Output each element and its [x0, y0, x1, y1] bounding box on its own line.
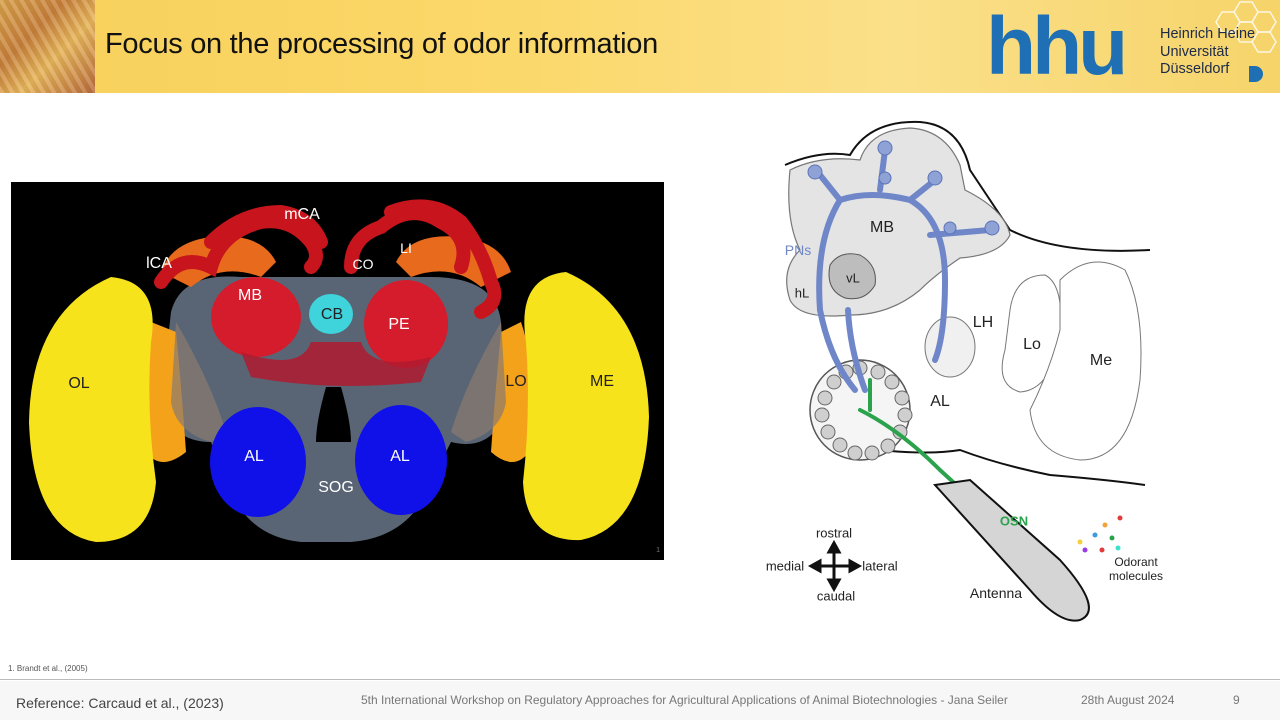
- label-me-diagram: Me: [1089, 352, 1113, 369]
- label-co: CO: [352, 256, 374, 272]
- label-al-diagram: AL: [930, 393, 950, 410]
- label-al-right: AL: [390, 448, 410, 465]
- brain-3d-illustration: [29, 199, 649, 542]
- workshop-text: 5th International Workshop on Regulatory…: [361, 693, 1008, 707]
- label-osn: OSN: [999, 513, 1029, 529]
- honeycomb-decoration: [1215, 1, 1277, 53]
- hhu-logo: hhu: [986, 12, 1128, 80]
- university-name-line: Heinrich Heine: [1160, 26, 1256, 42]
- label-mb-diagram: MB: [870, 219, 894, 236]
- label-lateral: lateral: [862, 558, 898, 574]
- slide-header: Focus on the processing of odor informat…: [0, 0, 1280, 93]
- footer-divider: [0, 679, 1280, 680]
- label-lo-diagram: Lo: [1023, 336, 1041, 353]
- label-hl: hL: [794, 285, 810, 301]
- label-pns: PNs: [784, 242, 812, 258]
- label-vl: vL: [846, 270, 860, 286]
- label-caudal: caudal: [816, 588, 856, 604]
- label-ol: OL: [68, 375, 90, 392]
- label-sog: SOG: [318, 479, 354, 496]
- label-al-left: AL: [244, 448, 264, 465]
- label-cb: CB: [320, 306, 344, 323]
- label-lh: LH: [972, 314, 994, 331]
- footer-bar: [0, 681, 1280, 720]
- university-name-line: Universität: [1160, 43, 1229, 60]
- label-odorant-molecules: Odorant molecules: [1108, 555, 1164, 583]
- label-medial: medial: [765, 558, 805, 574]
- label-mca: mCA: [284, 206, 320, 223]
- label-lo: LO: [505, 373, 527, 390]
- label-pe: PE: [388, 316, 410, 333]
- label-li: LI: [400, 240, 412, 256]
- reference-text: Reference: Carcaud et al., (2023): [16, 695, 224, 711]
- label-lca: lCA: [146, 255, 172, 272]
- page-number: 9: [1233, 693, 1240, 707]
- olfactory-pathway-diagram: PNs MB vL hL LH Lo Me AL OSN Antenna Odo…: [760, 110, 1180, 630]
- brain-3d-figure: mCA lCA CO LI MB CB PE OL LO ME AL AL SO…: [11, 182, 664, 560]
- label-rostral: rostral: [815, 525, 853, 541]
- label-mb: MB: [238, 287, 262, 304]
- header-thumbnail-image: [0, 0, 95, 93]
- olfactory-pathway-schematic: [784, 120, 1151, 622]
- label-antenna: Antenna: [969, 585, 1023, 601]
- slide-title: Focus on the processing of odor informat…: [105, 28, 658, 60]
- university-name-line: Düsseldorf: [1160, 61, 1230, 77]
- label-me: ME: [590, 373, 614, 390]
- date-text: 28th August 2024: [1081, 693, 1175, 707]
- figure-footnote-mark: 1: [656, 547, 660, 554]
- university-name: Heinrich Heine Universität Düsseldorf: [1160, 26, 1255, 79]
- hhu-wordmark: hhu: [986, 12, 1124, 80]
- citation-footnote: 1. Brandt et al., (2005): [8, 664, 88, 673]
- logo-d-mark-icon: [1249, 66, 1263, 82]
